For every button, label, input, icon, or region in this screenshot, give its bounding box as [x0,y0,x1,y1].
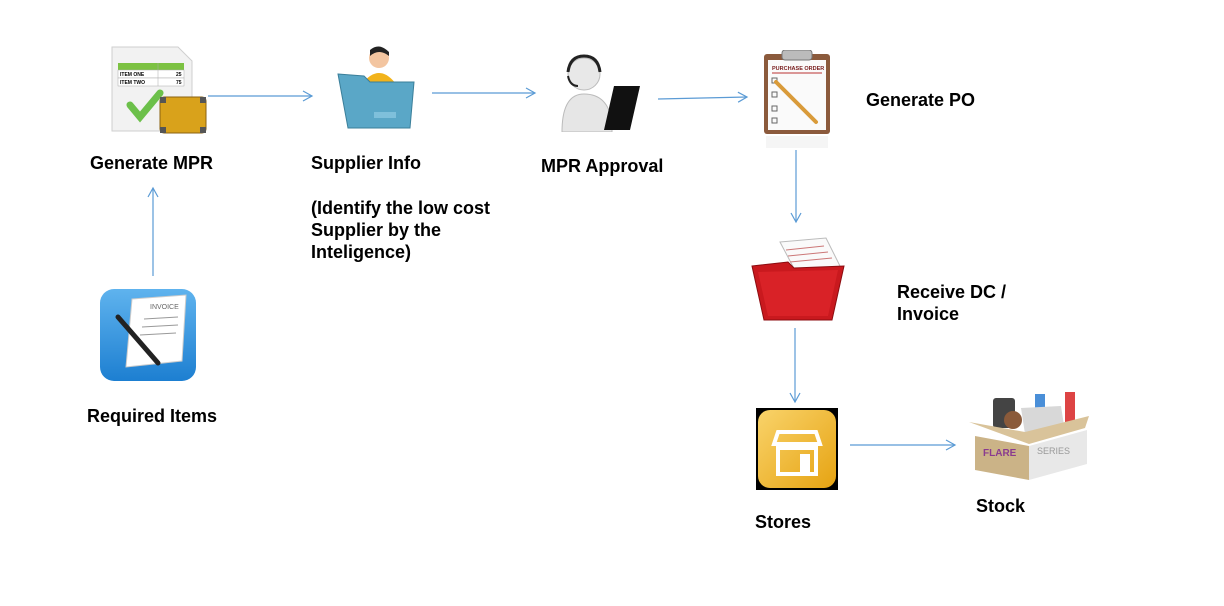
user-laptop-icon [558,52,642,133]
label-receive-invoice: Invoice [897,304,960,324]
mpr-row-2: ITEM TWO [120,80,145,86]
user-folder-icon [334,44,420,132]
label-generate-mpr: Generate MPR [90,153,214,173]
mpr-row-2-qty: 75 [176,80,182,86]
product-box-icon: FLARE SERIES [965,392,1093,480]
supplier-note-line-3: Inteligence) [311,242,412,262]
supplier-note-line-1: (Identify the low cost [311,198,491,218]
supplier-note-line-2: Supplier by the [311,220,442,240]
mpr-row-1-qty: 25 [176,72,182,78]
invoice-pen-icon: INVOICE [98,287,198,383]
red-folder-icon [748,236,854,322]
label-stock: Stock [976,496,1026,516]
label-stores: Stores [755,512,812,532]
label-mpr-approval: MPR Approval [541,156,664,176]
label-receive-dc: Receive DC / [897,282,1007,302]
box-brand-text: FLARE [983,448,1017,459]
arrow-approval-to-po [657,91,749,103]
label-supplier-info: Supplier Info [311,153,421,173]
po-text: PURCHASE ORDER [772,66,824,72]
purchase-order-clipboard-icon: PURCHASE ORDER [762,49,832,150]
box-series-text: SERIES [1037,446,1070,456]
invoice-text: INVOICE [150,304,179,311]
storefront-icon [756,408,838,490]
label-generate-po: Generate PO [866,90,976,110]
label-required-items: Required Items [87,406,218,426]
mpr-row-1: ITEM ONE [120,72,145,78]
checklist-box-icon: ITEM ONE 25 ITEM TWO 75 [108,45,210,135]
